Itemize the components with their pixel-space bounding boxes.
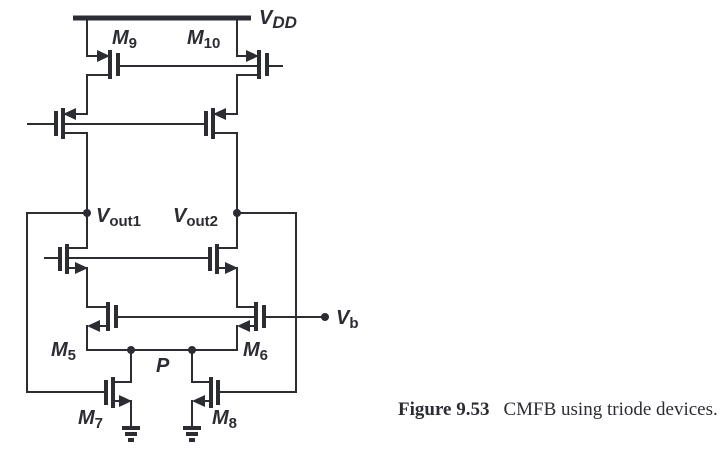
vb-label: Vb: [336, 307, 359, 332]
figure-number: Figure 9.53: [398, 399, 490, 420]
m9-label: M9: [112, 27, 137, 52]
m6-label: M6: [243, 339, 268, 364]
vout2-label: Vout2: [173, 205, 218, 230]
transistor-m9: [86, 17, 120, 114]
figure-caption: Figure 9.53 CMFB using triode devices.: [398, 398, 727, 422]
vb-terminal: [321, 313, 329, 321]
vout1-feedback-wire: [26, 212, 107, 393]
m10-label: M10: [187, 27, 220, 52]
m7-label: M7: [78, 407, 103, 432]
ground-icon: [122, 426, 140, 442]
p-label: P: [156, 355, 170, 377]
caption-text: CMFB using triode devices.: [503, 399, 718, 420]
m5-label: M5: [51, 339, 76, 364]
transistor-m5: [86, 302, 132, 351]
transistor-lower-cascode-left: [44, 212, 99, 308]
ground-icon: [183, 426, 201, 442]
vdd-label: VDD: [259, 7, 297, 32]
m8-label: M8: [212, 407, 237, 432]
vout1-label: Vout1: [96, 205, 141, 230]
transistor-m10: [236, 17, 283, 114]
transistor-upper-cascode-right: [204, 108, 238, 214]
transistor-m7: [104, 349, 132, 428]
vout2-feedback-wire: [217, 212, 297, 393]
